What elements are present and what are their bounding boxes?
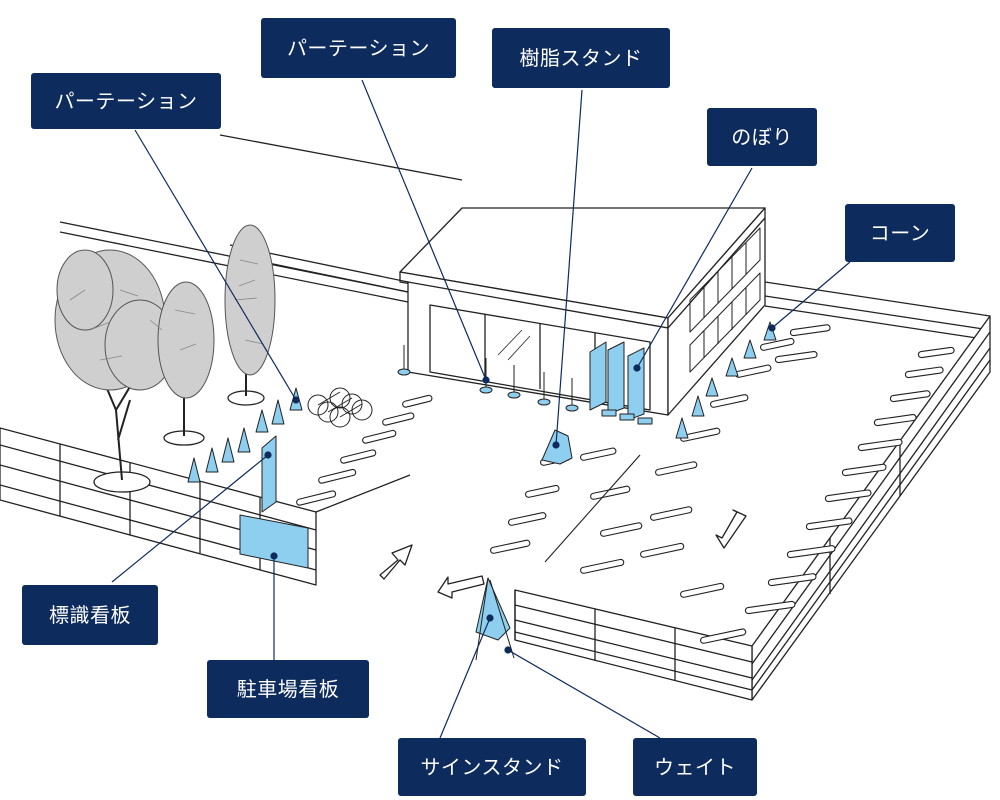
label-weight: ウェイト bbox=[633, 738, 757, 796]
trees bbox=[54, 224, 276, 493]
label-partition-left: パーテーション bbox=[31, 73, 221, 129]
road-arrows bbox=[379, 509, 747, 599]
label-nobori: のぼり bbox=[707, 108, 817, 166]
sign-stand-panel bbox=[475, 577, 511, 641]
label-resin-stand: 樹脂スタンド bbox=[492, 28, 670, 88]
sign-board-panel bbox=[261, 435, 277, 513]
bottom-fence bbox=[514, 589, 753, 701]
label-sign-stand: サインスタンド bbox=[398, 738, 586, 796]
label-cone: コーン bbox=[845, 204, 955, 262]
left-fence bbox=[0, 427, 411, 586]
parking-lines bbox=[296, 324, 955, 644]
parking-board-panel bbox=[239, 514, 309, 569]
label-sign-board: 標識看板 bbox=[22, 585, 158, 645]
building bbox=[399, 207, 766, 416]
partition-poles bbox=[397, 345, 579, 412]
label-partition-center: パーテーション bbox=[261, 18, 456, 78]
bicycles bbox=[307, 387, 373, 428]
leader-lines bbox=[111, 79, 851, 739]
nobori-flags bbox=[589, 341, 653, 425]
label-parking-sign: 駐車場看板 bbox=[207, 660, 369, 718]
